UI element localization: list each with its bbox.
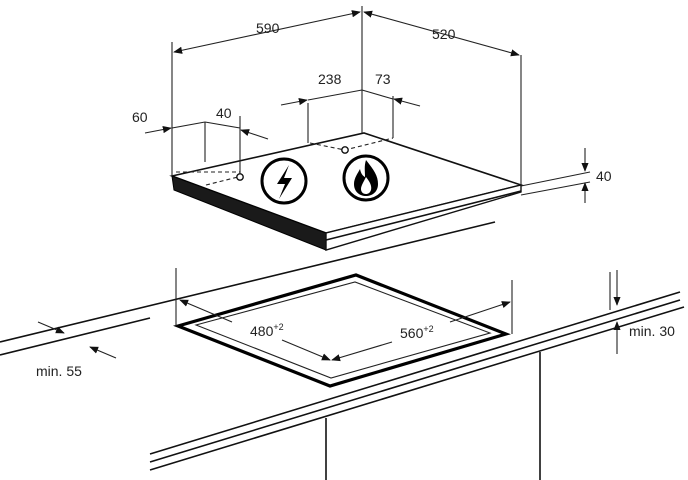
label-min-55: min. 55 — [36, 363, 82, 379]
label-cutout-480: 480+2 — [250, 322, 284, 339]
label-min-30: min. 30 — [629, 323, 675, 339]
label-cutout-560: 560+2 — [400, 324, 434, 341]
label-73: 73 — [375, 71, 391, 87]
gas-connection-point — [341, 146, 349, 154]
label-590: 590 — [256, 20, 280, 36]
label-60: 60 — [132, 109, 148, 125]
min-clearance-lines — [37, 270, 621, 359]
dimension-lines-top — [144, 6, 591, 203]
cutout-opening — [173, 268, 513, 388]
electric-connection-point — [236, 173, 244, 181]
hob-right-edge — [325, 184, 522, 251]
label-520: 520 — [432, 26, 456, 42]
lightning-icon — [260, 157, 308, 205]
label-40-left: 40 — [216, 105, 232, 121]
label-40-height: 40 — [596, 168, 612, 184]
label-238: 238 — [318, 71, 342, 87]
countertop — [0, 221, 685, 480]
flame-icon — [342, 154, 390, 202]
